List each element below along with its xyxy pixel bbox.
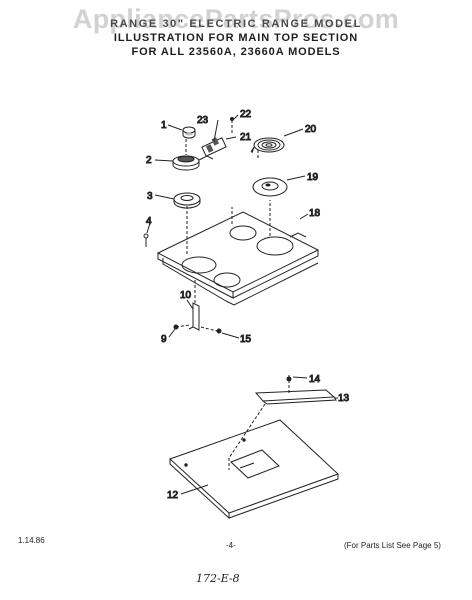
callout-3: 3	[147, 191, 153, 202]
part-21-terminal-block	[201, 117, 237, 157]
footer-parts-list-note: (For Parts List See Page 5)	[344, 541, 441, 550]
callout-12: 12	[167, 490, 179, 501]
handwritten-code: 172-E-8	[196, 572, 240, 585]
part-12-bottom-panel	[169, 403, 339, 520]
part-4-screw	[143, 233, 149, 247]
callout-4: 4	[146, 216, 152, 227]
callout-22: 22	[240, 109, 252, 120]
callout-19: 19	[307, 172, 319, 183]
callout-2: 2	[146, 155, 152, 166]
callout-18: 18	[309, 208, 321, 219]
callout-1: 1	[161, 120, 167, 131]
callout-21: 21	[240, 132, 252, 143]
part-18-main-top	[156, 200, 320, 306]
header-line-3: FOR ALL 23560A, 23660A MODELS	[131, 46, 341, 58]
footer-page-number: -4-	[226, 541, 236, 550]
callout-20: 20	[305, 124, 317, 135]
watermark-text: AppliancePartsPros.com	[72, 4, 400, 34]
callout-23: 23	[197, 115, 209, 126]
page-header: RANGE 30" ELECTRIC RANGE MODEL ILLUSTRAT…	[0, 17, 472, 59]
part-13-rear-panel	[254, 385, 337, 405]
part-3-bezel	[173, 192, 201, 209]
header-line-1: RANGE 30" ELECTRIC RANGE MODEL	[110, 18, 362, 30]
part-19-drip-pan	[252, 177, 288, 197]
part-1-knob	[182, 126, 196, 139]
callout-15: 15	[240, 334, 252, 345]
part-14-screw	[286, 375, 292, 383]
header-line-2: ILLUSTRATION FOR MAIN TOP SECTION	[113, 32, 359, 44]
part-10-bracket	[188, 280, 200, 331]
part-2-switch	[172, 139, 214, 171]
callout-14: 14	[309, 374, 321, 385]
part-15-screw	[200, 326, 222, 334]
callout-13: 13	[338, 393, 350, 404]
footer-date: 1.14.86	[18, 536, 45, 545]
part-9-screw	[173, 324, 191, 330]
callout-9: 9	[161, 334, 167, 345]
part-20-surface-element	[250, 137, 285, 160]
callout-10: 10	[180, 290, 192, 301]
